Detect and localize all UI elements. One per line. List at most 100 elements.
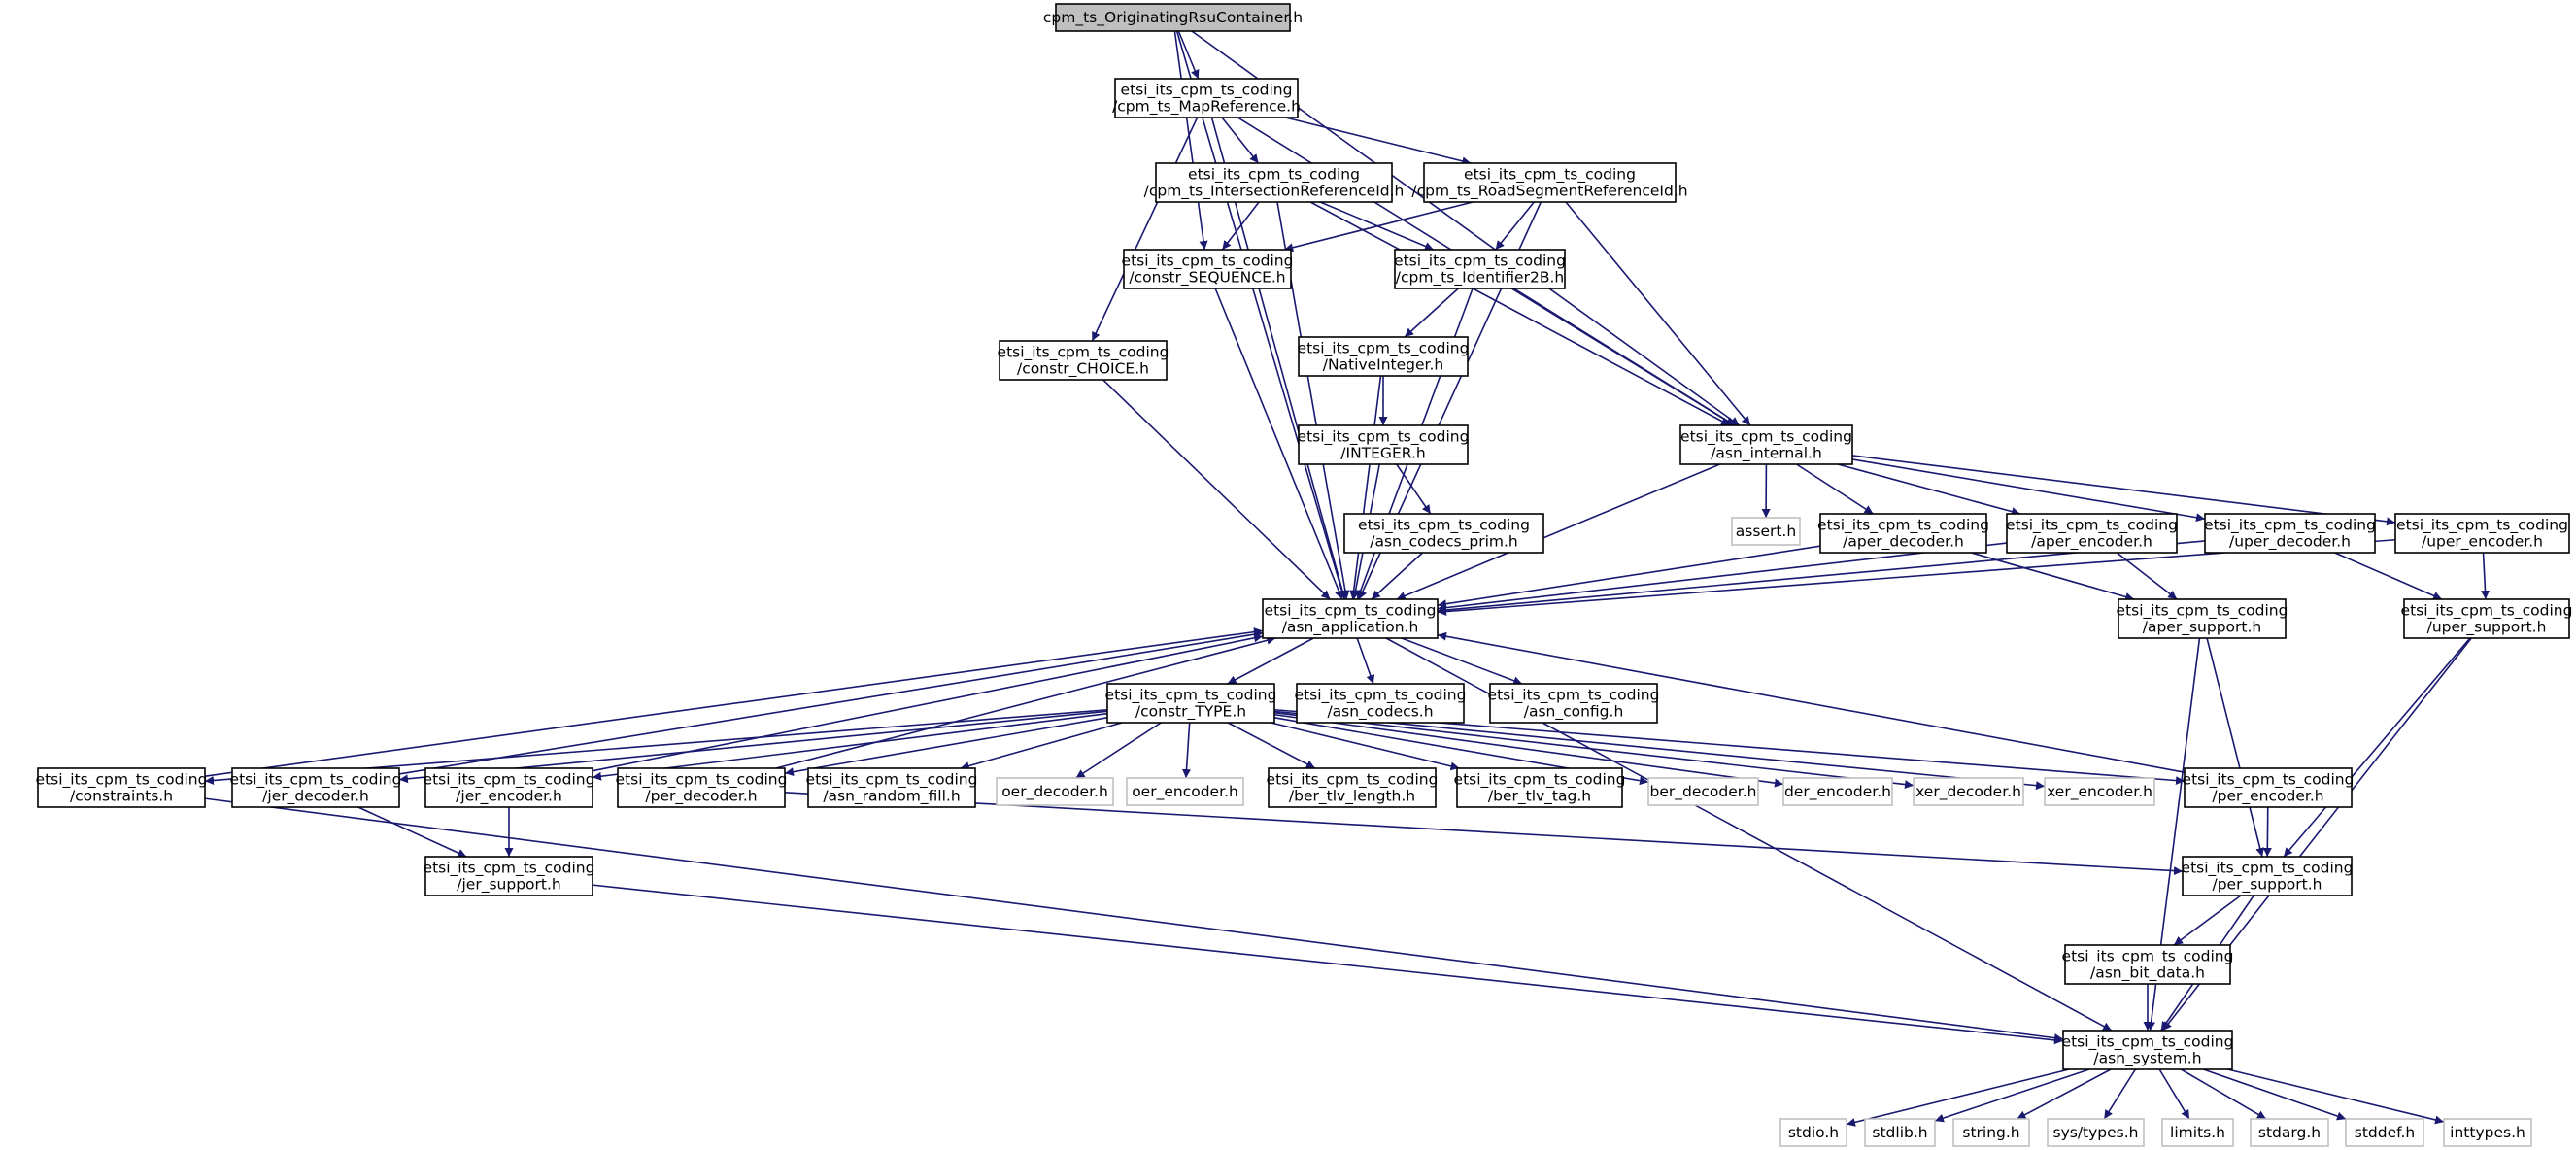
node-label: etsi_its_cpm_ts_coding [1488, 687, 1660, 705]
node-box [1155, 162, 1393, 203]
node-asnapp[interactable]: etsi_its_cpm_ts_coding/asn_application.h [1262, 598, 1439, 639]
node-box [2184, 767, 2353, 808]
node-constraints[interactable]: etsi_its_cpm_ts_coding/constraints.h [36, 767, 208, 808]
node-ident2b[interactable]: etsi_its_cpm_ts_coding/cpm_ts_Identifier… [1394, 249, 1566, 289]
node-box [2044, 777, 2155, 806]
edge-roadseg-to-sequence [1284, 201, 1474, 253]
edge-nativeint-to-asnapp [1349, 375, 1382, 600]
node-box [2047, 1118, 2145, 1147]
node-label: etsi_its_cpm_ts_coding [2062, 948, 2234, 966]
edge-root-to-asnapp [1175, 30, 1346, 600]
edge-codecsprim-to-asnapp [1371, 552, 1424, 600]
edge-roadseg-to-asninternal [1565, 201, 1751, 426]
node-label: /jer_support.h [457, 876, 560, 895]
node-box [1779, 1118, 1847, 1147]
node-box [1456, 767, 1623, 808]
node-label: stdarg.h [2258, 1124, 2321, 1141]
node-label: /ber_tlv_length.h [1289, 788, 1415, 806]
node-asninternal[interactable]: etsi_its_cpm_ts_coding/asn_internal.h [1679, 424, 1853, 465]
node-jersup[interactable]: etsi_its_cpm_ts_coding/jer_support.h [424, 856, 595, 896]
node-apersup[interactable]: etsi_its_cpm_ts_coding/aper_support.h [2117, 598, 2288, 639]
node-label: /cpm_ts_IntersectionReferenceId.h [1144, 183, 1405, 201]
node-systypes: sys/types.h [2047, 1118, 2145, 1147]
node-inttypes: inttypes.h [2443, 1118, 2532, 1147]
node-jerenc[interactable]: etsi_its_cpm_ts_coding/jer_encoder.h [424, 767, 595, 808]
node-bitdata[interactable]: etsi_its_cpm_ts_coding/asn_bit_data.h [2062, 944, 2234, 985]
node-aperenc[interactable]: etsi_its_cpm_ts_coding/aper_encoder.h [2006, 513, 2178, 554]
node-persup[interactable]: etsi_its_cpm_ts_coding/per_support.h [2182, 856, 2354, 896]
edge-constraints-to-asnapp [204, 627, 1264, 777]
node-label: etsi_its_cpm_ts_coding [424, 860, 595, 878]
edge-asnsystem-to-stdlib [1934, 1068, 2090, 1123]
edge-apersup-to-persup [2206, 637, 2265, 858]
edge-intersect-to-sequence [1221, 201, 1260, 251]
node-bertlvlen[interactable]: etsi_its_cpm_ts_coding/ber_tlv_length.h [1267, 767, 1439, 808]
node-box [2345, 1118, 2424, 1147]
node-jerdec[interactable]: etsi_its_cpm_ts_coding/jer_decoder.h [230, 767, 402, 808]
edge-sequence-to-asnapp [1214, 288, 1343, 600]
node-randomfill[interactable]: etsi_its_cpm_ts_coding/asn_random_fill.h [806, 767, 978, 808]
node-label: /jer_encoder.h [456, 788, 562, 806]
node-oerdec: oer_decoder.h [996, 777, 1114, 806]
node-box [1913, 777, 2024, 806]
edge-asninternal-to-uperdec [1851, 458, 2206, 523]
node-box [2250, 1118, 2329, 1147]
node-perdec[interactable]: etsi_its_cpm_ts_coding/per_decoder.h [616, 767, 788, 808]
node-label: etsi_its_cpm_ts_coding [2396, 517, 2568, 535]
node-integer[interactable]: etsi_its_cpm_ts_coding/INTEGER.h [1298, 424, 1470, 465]
node-label: etsi_its_cpm_ts_coding [230, 771, 402, 790]
node-box [1055, 3, 1291, 32]
node-label: xer_encoder.h [2047, 783, 2152, 801]
node-label: etsi_its_cpm_ts_coding [616, 771, 788, 790]
node-bertlvtag[interactable]: etsi_its_cpm_ts_coding/ber_tlv_tag.h [1454, 767, 1626, 808]
node-label: sys/types.h [2053, 1124, 2139, 1141]
node-perenc[interactable]: etsi_its_cpm_ts_coding/per_encoder.h [2183, 767, 2355, 808]
node-nativeint[interactable]: etsi_its_cpm_ts_coding/NativeInteger.h [1298, 336, 1470, 377]
edge-asninternal-to-uperenc [1851, 455, 2396, 526]
node-asnsystem[interactable]: etsi_its_cpm_ts_coding/asn_system.h [2062, 1030, 2234, 1070]
edge-asnapp-to-constrtype [1227, 637, 1314, 685]
edge-constrtype-to-bertlvlen [1227, 722, 1316, 769]
node-label: etsi_its_cpm_ts_coding [1122, 253, 1294, 271]
node-label: etsi_its_cpm_ts_coding [1265, 602, 1437, 621]
edge-asnapp-to-asncodecs [1356, 637, 1375, 685]
edge-constrtype-to-randomfill [960, 722, 1123, 770]
node-label: /asn_internal.h [1711, 445, 1822, 463]
node-box [1268, 767, 1437, 808]
node-label: /per_encoder.h [2212, 788, 2323, 806]
nodes-layer: cpm_ts_OriginatingRsuContainer.h etsi_its… [36, 3, 2573, 1147]
node-stdlib: stdlib.h [1864, 1118, 1936, 1147]
node-box [2403, 598, 2570, 639]
edge-intersect-to-asninternal [1309, 201, 1731, 426]
node-asnconfig[interactable]: etsi_its_cpm_ts_coding/asn_config.h [1488, 683, 1660, 724]
node-root[interactable]: cpm_ts_OriginatingRsuContainer.h [1043, 3, 1303, 32]
node-label: etsi_its_cpm_ts_coding [2401, 602, 2573, 621]
node-label: xer_decoder.h [1915, 783, 2021, 801]
edge-constrtype-to-jerenc [592, 712, 1108, 781]
node-sequence[interactable]: etsi_its_cpm_ts_coding/constr_SEQUENCE.h [1122, 249, 1294, 289]
node-choice[interactable]: etsi_its_cpm_ts_coding/constr_CHOICE.h [998, 340, 1169, 381]
node-roadseg[interactable]: etsi_its_cpm_ts_coding/cpm_ts_RoadSegmen… [1411, 162, 1688, 203]
node-intersect[interactable]: etsi_its_cpm_ts_coding/cpm_ts_Intersecti… [1144, 162, 1405, 203]
node-codecsprim[interactable]: etsi_its_cpm_ts_coding/asn_codecs_prim.h [1343, 513, 1544, 554]
node-box [1489, 683, 1658, 724]
node-box [1298, 336, 1469, 377]
node-uperenc[interactable]: etsi_its_cpm_ts_coding/uper_encoder.h [2394, 513, 2570, 554]
node-mapref[interactable]: etsi_its_cpm_ts_coding/cpm_ts_MapReferen… [1112, 78, 1301, 118]
node-box [2006, 513, 2178, 554]
node-asncodecs[interactable]: etsi_its_cpm_ts_coding/asn_codecs.h [1295, 683, 1467, 724]
node-uperdec[interactable]: etsi_its_cpm_ts_coding/uper_decoder.h [2204, 513, 2376, 554]
node-berdec: ber_decoder.h [1647, 777, 1759, 806]
node-box [231, 767, 400, 808]
node-box [2443, 1118, 2532, 1147]
edge-roadseg-to-ident2b [1495, 201, 1535, 251]
node-label: ber_decoder.h [1650, 783, 1757, 801]
node-box [1731, 517, 1801, 546]
edge-asnapp-to-asnconfig [1401, 637, 1523, 686]
edge-asnsystem-to-stdarg [2180, 1068, 2267, 1120]
node-aperdec[interactable]: etsi_its_cpm_ts_coding/aper_decoder.h [1817, 513, 1989, 554]
node-label: etsi_its_cpm_ts_coding [424, 771, 595, 790]
node-constrtype[interactable]: etsi_its_cpm_ts_coding/constr_TYPE.h [1105, 683, 1277, 724]
edge-constrtype-to-xerdec [1273, 711, 1915, 790]
node-upersup[interactable]: etsi_its_cpm_ts_coding/uper_support.h [2401, 598, 2573, 639]
